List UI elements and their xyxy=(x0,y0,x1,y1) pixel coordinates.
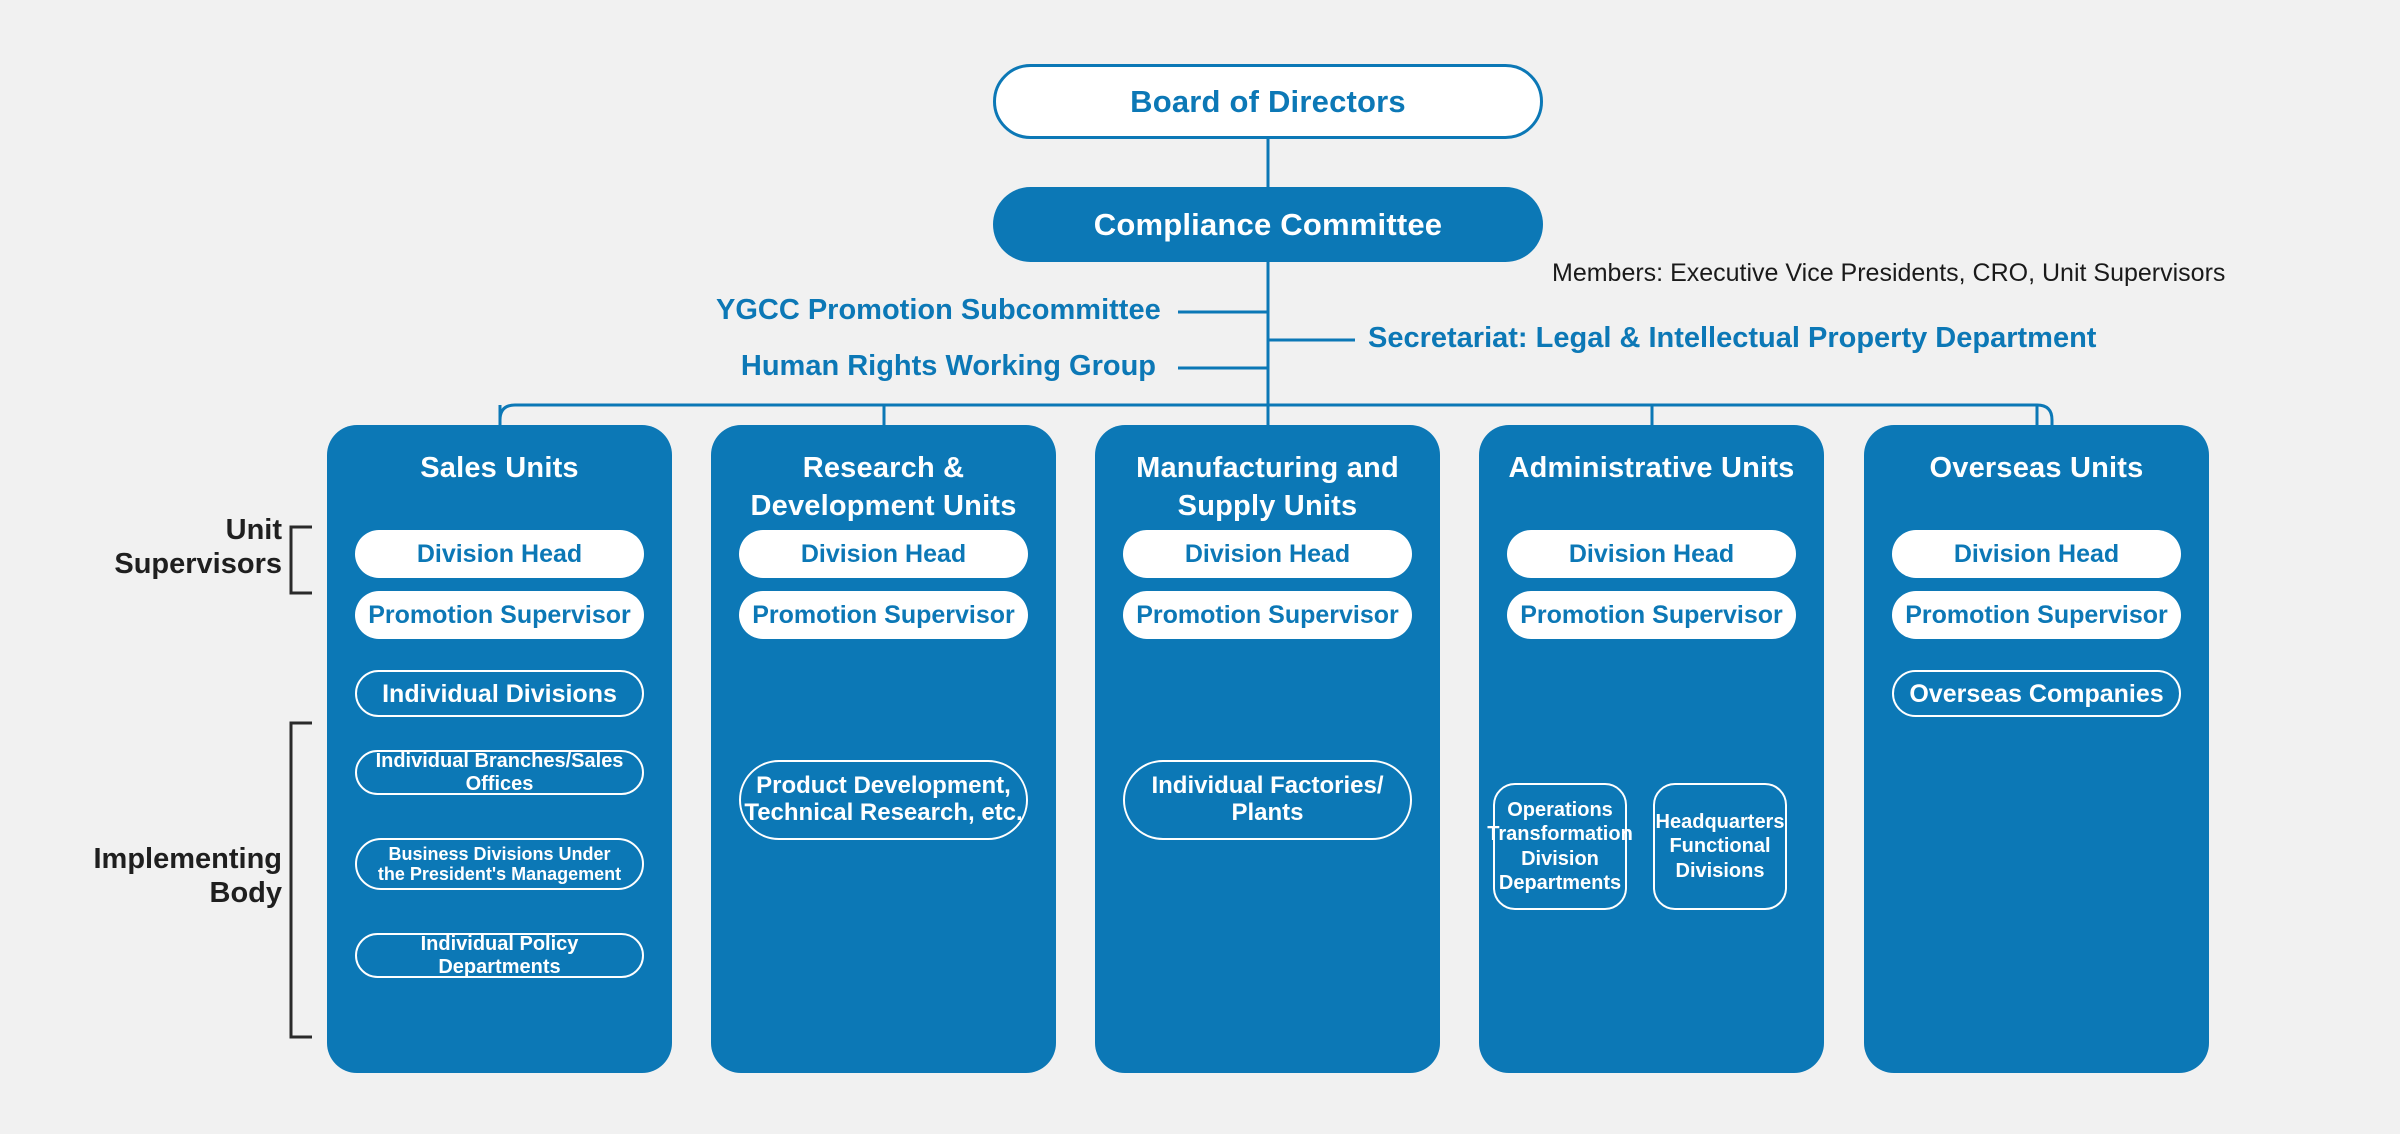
members-note: Members: Executive Vice Presidents, CRO,… xyxy=(1552,259,2226,287)
admin-operations-transformation-box[interactable]: Operations Transformation Division Depar… xyxy=(1487,783,1633,910)
unit-panel-overseas-title: Overseas Units xyxy=(1929,452,2144,484)
unit-supervisors-label-line1: Unit xyxy=(225,514,282,546)
sales-individual-divisions-pill[interactable]: Individual Divisions xyxy=(355,670,644,717)
mfg-promotion-supervisor-pill[interactable]: Promotion Supervisor xyxy=(1123,591,1412,639)
unit-panel-research-development-title: Research & Development Units xyxy=(711,450,1056,525)
sales-promotion-supervisor-pill[interactable]: Promotion Supervisor xyxy=(355,591,644,639)
mfg-title-line2: Supply Units xyxy=(1177,489,1358,522)
implementing-body-label-line1: Implementing xyxy=(93,843,282,875)
admin-promotion-supervisor-pill[interactable]: Promotion Supervisor xyxy=(1507,591,1796,639)
overseas-promotion-supervisor-pill[interactable]: Promotion Supervisor xyxy=(1892,591,2181,639)
compliance-committee-box[interactable]: Compliance Committee xyxy=(993,187,1543,262)
unit-panel-sales-title: Sales Units xyxy=(420,452,579,484)
unit-panel-administrative[interactable]: Administrative Units Division Head Promo… xyxy=(1479,425,1824,1073)
rd-title-line1: Research & xyxy=(802,452,965,484)
rd-title-line2: Development Units xyxy=(750,489,1017,522)
ygcc-promotion-subcommittee-label: YGCC Promotion Subcommittee xyxy=(716,294,1161,326)
mfg-division-head-pill[interactable]: Division Head xyxy=(1123,530,1412,578)
unit-panel-manufacturing-supply[interactable]: Manufacturing and Supply Units Division … xyxy=(1095,425,1440,1073)
overseas-companies-pill[interactable]: Overseas Companies xyxy=(1892,670,2181,717)
mfg-title-line1: Manufacturing and xyxy=(1136,452,1399,484)
unit-panel-manufacturing-supply-title: Manufacturing and Supply Units xyxy=(1095,450,1440,525)
unit-panel-sales[interactable]: Sales Units Division Head Promotion Supe… xyxy=(327,425,672,1073)
secretariat-label: Secretariat: Legal & Intellectual Proper… xyxy=(1368,322,2097,354)
rd-promotion-supervisor-pill[interactable]: Promotion Supervisor xyxy=(739,591,1028,639)
board-of-directors-box[interactable]: Board of Directors xyxy=(993,64,1543,139)
implementing-body-label: Implementing Body xyxy=(20,842,282,910)
unit-panel-administrative-title: Administrative Units xyxy=(1508,452,1795,484)
rd-division-head-pill[interactable]: Division Head xyxy=(739,530,1028,578)
unit-panel-overseas[interactable]: Overseas Units Division Head Promotion S… xyxy=(1864,425,2209,1073)
unit-supervisors-label-line2: Supervisors xyxy=(114,548,282,581)
sales-division-head-pill[interactable]: Division Head xyxy=(355,530,644,578)
rd-product-development-pill[interactable]: Product Development, Technical Research,… xyxy=(739,760,1028,840)
unit-panel-research-development[interactable]: Research & Development Units Division He… xyxy=(711,425,1056,1073)
mfg-individual-factories-pill[interactable]: Individual Factories/ Plants xyxy=(1123,760,1412,840)
sales-individual-branches-pill[interactable]: Individual Branches/Sales Offices xyxy=(355,750,644,795)
sales-individual-policy-departments-pill[interactable]: Individual Policy Departments xyxy=(355,933,644,978)
sales-business-divisions-pill[interactable]: Business Divisions Under the President's… xyxy=(355,838,644,890)
implementing-body-label-line2: Body xyxy=(209,877,283,910)
overseas-division-head-pill[interactable]: Division Head xyxy=(1892,530,2181,578)
admin-division-head-pill[interactable]: Division Head xyxy=(1507,530,1796,578)
admin-headquarters-functional-box[interactable]: Headquarters Functional Divisions xyxy=(1653,783,1787,910)
unit-supervisors-label: Unit Supervisors xyxy=(20,513,282,581)
human-rights-working-group-label: Human Rights Working Group xyxy=(740,350,1156,382)
